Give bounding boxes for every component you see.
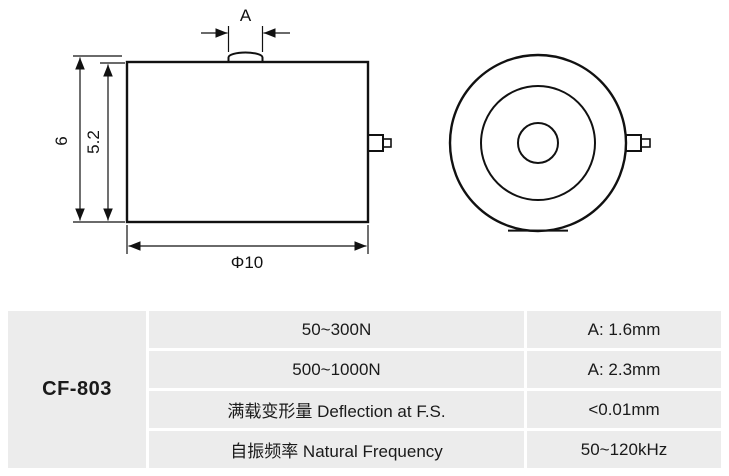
front-connector xyxy=(625,134,642,152)
side-view xyxy=(125,51,392,224)
value-cell-range-1: A: 1.6mm xyxy=(527,311,721,348)
dim-label-a: A xyxy=(240,6,252,25)
model-cell: CF-803 xyxy=(8,311,146,468)
value-cell-deflection: <0.01mm xyxy=(527,391,721,428)
dimension-labels: A 6 5.2 Φ10 xyxy=(52,6,263,272)
value-cell-frequency: 50~120kHz xyxy=(527,431,721,468)
dim-label-height-body: 5.2 xyxy=(84,130,103,154)
dimension-lines xyxy=(73,26,369,254)
dim-label-diameter: Φ10 xyxy=(231,253,263,272)
dim-label-height-total: 6 xyxy=(52,136,71,145)
spec-cell-range-1: 50~300N xyxy=(149,311,524,348)
spec-cell-frequency: 自振频率 Natural Frequency xyxy=(149,431,524,468)
spec-cell-deflection: 满载变形量 Deflection at F.S. xyxy=(149,391,524,428)
front-view xyxy=(448,53,651,233)
value-cell-range-2: A: 2.3mm xyxy=(527,351,721,388)
load-cell-drawing: A 6 5.2 Φ10 xyxy=(52,6,651,272)
spec-table: CF-803 50~300N A: 1.6mm 500~1000N A: 2.3… xyxy=(8,311,721,468)
spec-cell-range-2: 500~1000N xyxy=(149,351,524,388)
side-connector xyxy=(367,134,384,152)
technical-drawing: A 6 5.2 Φ10 xyxy=(52,6,651,272)
